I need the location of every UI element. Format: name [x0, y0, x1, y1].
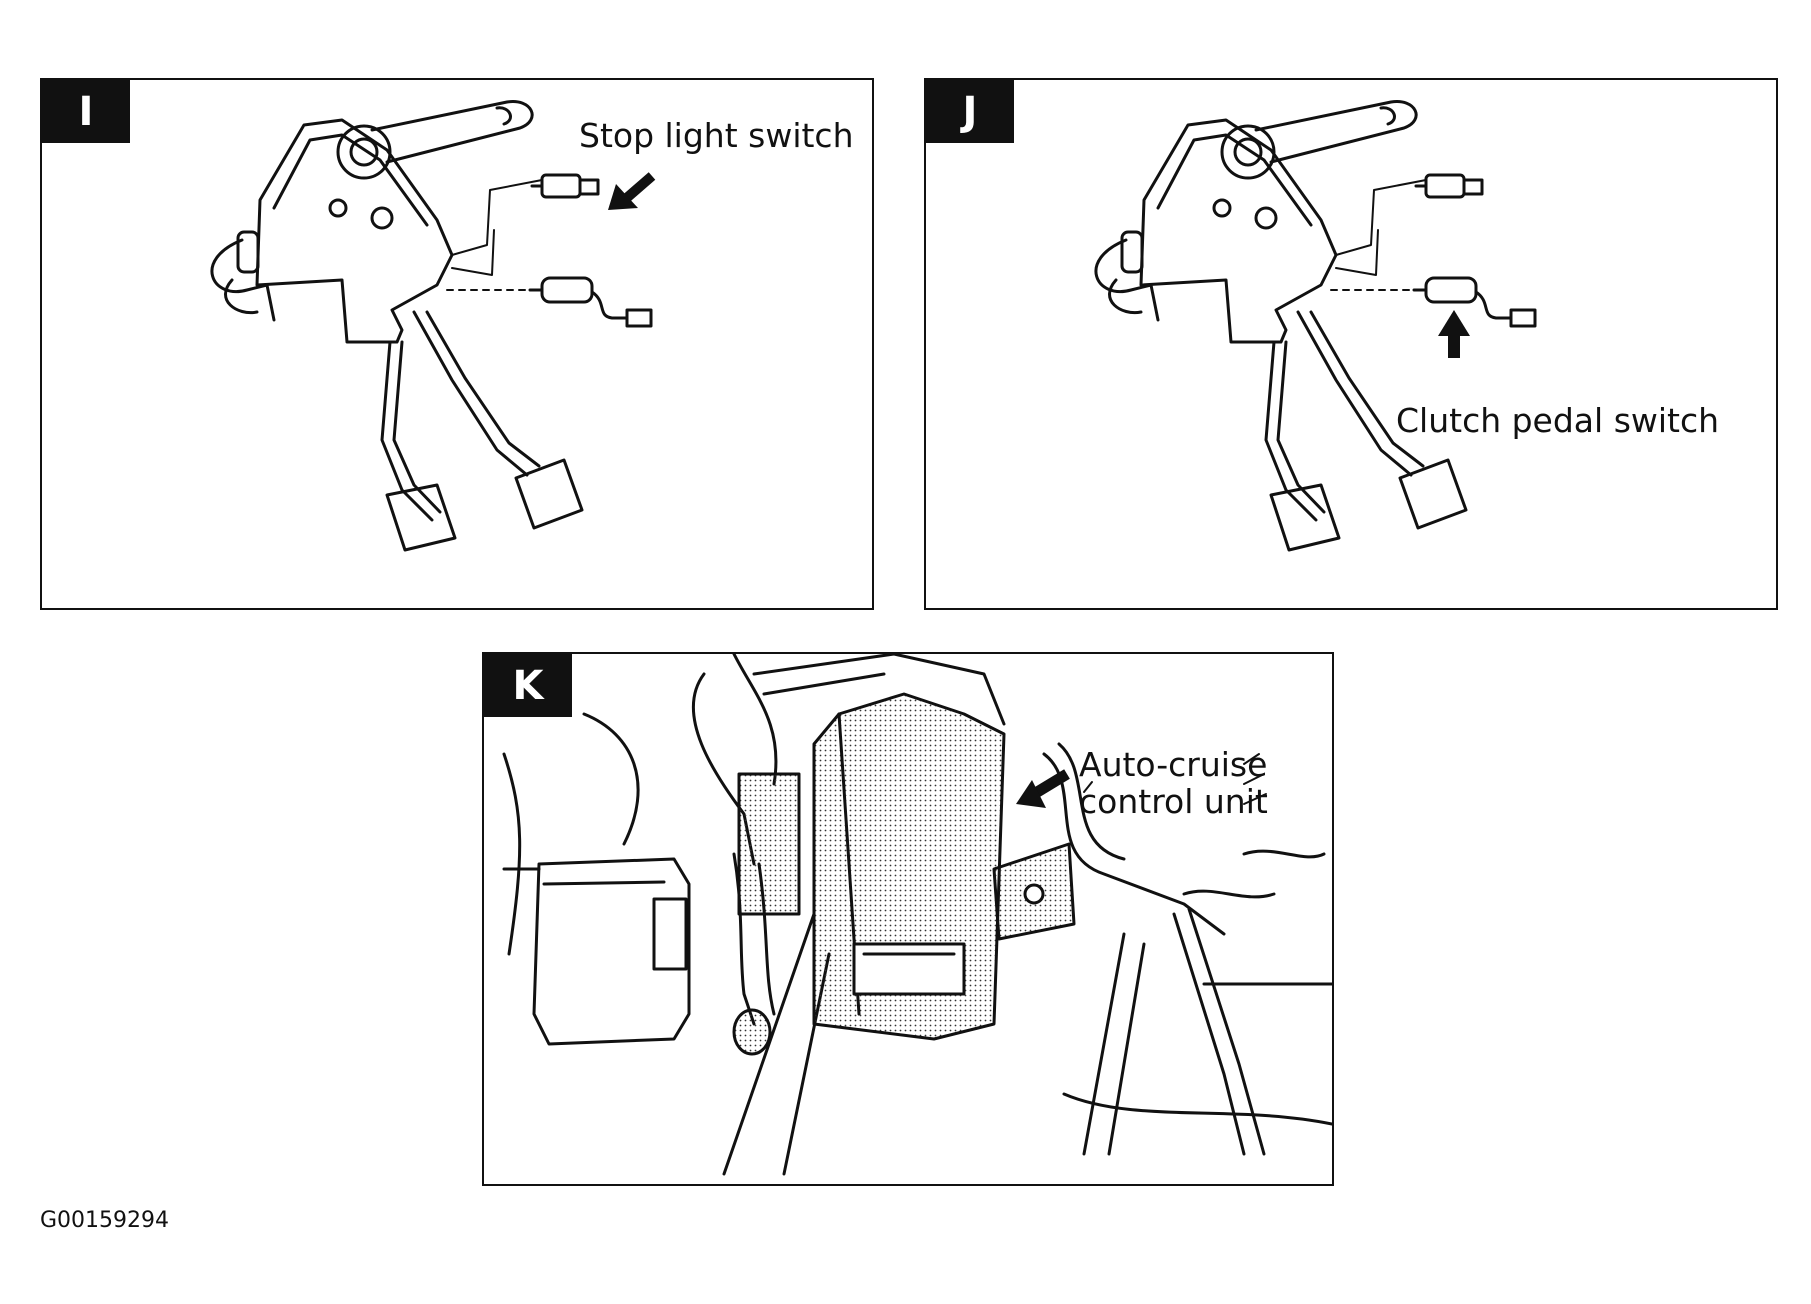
arrow-icon — [1016, 769, 1070, 808]
control-unit-illustration — [502, 654, 1332, 1176]
panel-j: J Clutch pedal switch — [924, 78, 1778, 610]
callout-line: control unit — [1079, 782, 1268, 821]
clutch-pedal-switch-label: Clutch pedal switch — [1396, 401, 1720, 440]
arrow-icon — [1438, 310, 1470, 358]
panel-tag: I — [42, 80, 130, 143]
panel-tag: J — [926, 80, 1014, 143]
panel-i: I Stop light switch — [40, 78, 874, 610]
pedal-assembly-illustration — [210, 100, 656, 552]
stop-light-switch-label: Stop light switch — [579, 116, 854, 155]
pedal-assembly-illustration — [1094, 100, 1537, 552]
arrow-icon — [608, 172, 656, 210]
panel-k: K Auto-cruise control unit — [482, 652, 1334, 1186]
auto-cruise-control-unit-label: Auto-cruise control unit — [1079, 746, 1268, 820]
callout-line: Auto-cruise — [1079, 745, 1268, 784]
figure-id: G00159294 — [40, 1208, 170, 1233]
panel-tag: K — [484, 654, 572, 717]
